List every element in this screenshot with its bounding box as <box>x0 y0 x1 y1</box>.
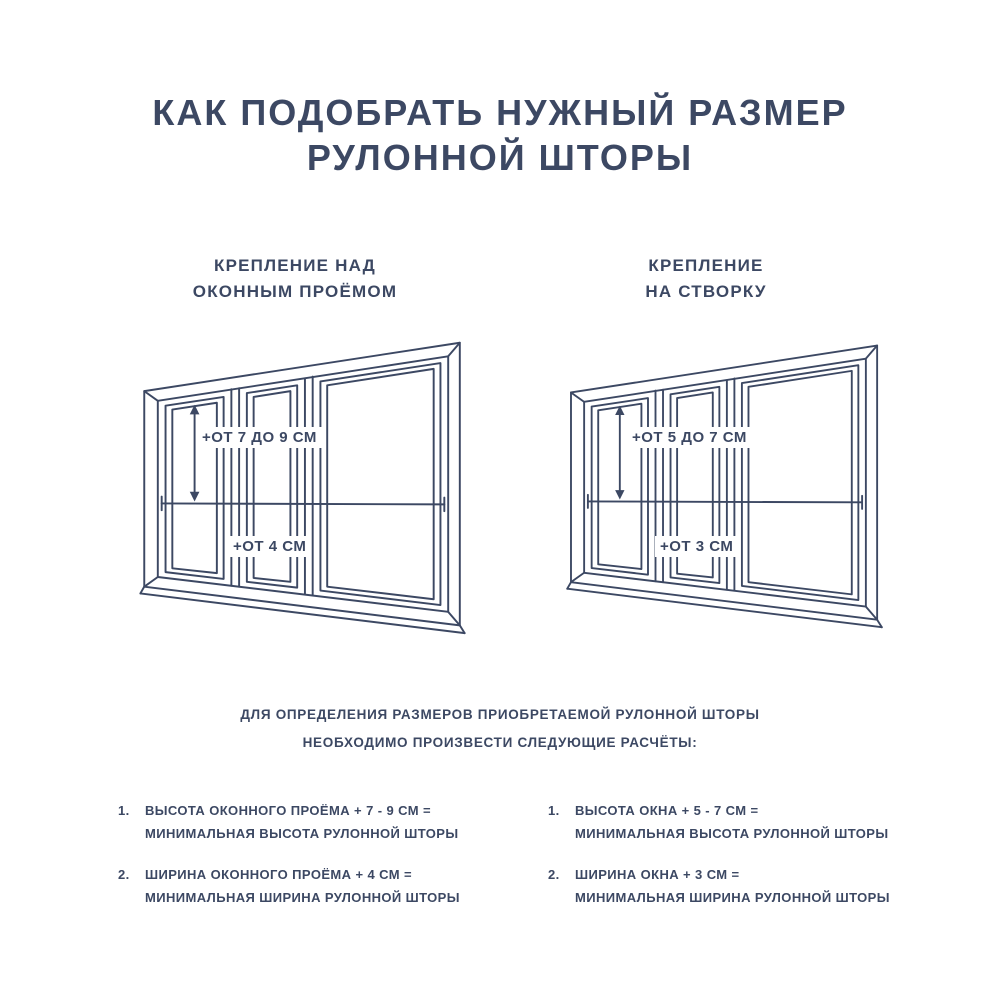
calc-item-text: ВЫСОТА ОКОННОГО ПРОЁМА + 7 - 9 СМ = МИНИ… <box>145 803 459 842</box>
calculations-above-opening: 1. ВЫСОТА ОКОННОГО ПРОЁМА + 7 - 9 СМ = М… <box>118 799 493 927</box>
calc-item: 2. ШИРИНА ОКОННОГО ПРОЁМА + 4 СМ = МИНИМ… <box>118 863 493 910</box>
window-frame <box>139 341 466 635</box>
width-allowance-label-right: +ОТ 3 СМ <box>655 536 739 557</box>
calc-item: 2. ШИРИНА ОКНА + 3 СМ = МИНИМАЛЬНАЯ ШИРИ… <box>548 863 923 910</box>
calc-item-number: 2. <box>548 866 560 882</box>
width-measurement-line <box>160 495 446 513</box>
column-heading-above-opening: КРЕПЛЕНИЕ НАД ОКОННЫМ ПРОЁМОМ <box>192 256 398 302</box>
calc-item: 1. ВЫСОТА ОКНА + 5 - 7 СМ = МИНИМАЛЬНАЯ … <box>548 799 923 846</box>
height-measurement-arrow <box>189 404 200 502</box>
calc-item-number: 2. <box>118 866 130 882</box>
calc-item-text: ШИРИНА ОКОННОГО ПРОЁМА + 4 СМ = МИНИМАЛЬ… <box>145 866 460 906</box>
calc-item-number: 1. <box>118 803 130 818</box>
calc-item: 1. ВЫСОТА ОКОННОГО ПРОЁМА + 7 - 9 СМ = М… <box>118 799 493 846</box>
window-frame <box>566 344 883 629</box>
width-allowance-label-left: +ОТ 4 СМ <box>228 536 312 557</box>
window-above-opening-illustration <box>139 341 466 635</box>
height-measurement-arrow <box>615 405 625 500</box>
calc-item-text: ВЫСОТА ОКНА + 5 - 7 СМ = МИНИМАЛЬНАЯ ВЫС… <box>575 803 889 842</box>
height-allowance-label-left: +ОТ 7 ДО 9 СМ <box>197 427 322 448</box>
column-heading-on-sash: КРЕПЛЕНИЕ НА СТВОРКУ <box>645 256 767 302</box>
page-title: КАК ПОДОБРАТЬ НУЖНЫЙ РАЗМЕР РУЛОННОЙ ШТО… <box>152 92 848 178</box>
instructions-note: ДЛЯ ОПРЕДЕЛЕНИЯ РАЗМЕРОВ ПРИОБРЕТАЕМОЙ Р… <box>240 707 760 751</box>
height-allowance-label-right: +ОТ 5 ДО 7 СМ <box>627 427 752 448</box>
calc-item-text: ШИРИНА ОКНА + 3 СМ = МИНИМАЛЬНАЯ ШИРИНА … <box>575 866 890 906</box>
calculations-on-sash: 1. ВЫСОТА ОКНА + 5 - 7 СМ = МИНИМАЛЬНАЯ … <box>548 799 923 927</box>
width-measurement-line <box>586 493 864 510</box>
calc-item-number: 1. <box>548 803 560 818</box>
window-on-sash-illustration <box>566 344 883 629</box>
